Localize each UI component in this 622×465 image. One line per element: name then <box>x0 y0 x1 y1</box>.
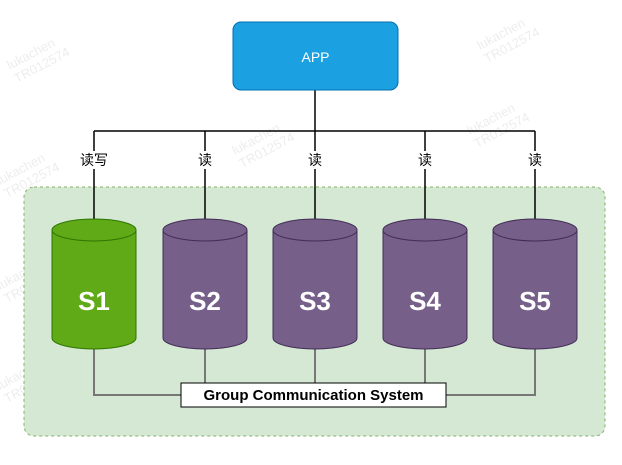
server-s3-label: S3 <box>299 286 331 316</box>
edge-label-bg-s4 <box>416 151 434 169</box>
server-s1: S1 <box>51 218 137 350</box>
edge-label-s3: 读 <box>308 152 322 169</box>
group-communication-text: Group Communication System <box>203 387 423 404</box>
app-label: APP <box>301 49 329 65</box>
app-node: APP <box>232 21 399 91</box>
server-s5-label: S5 <box>519 286 551 316</box>
edge-label-bg-s5 <box>526 151 544 169</box>
edge-label-s1: 读写 <box>80 152 108 169</box>
server-s5-body <box>492 218 578 350</box>
edge-label-s5: 读 <box>528 152 542 169</box>
edges: 读写 读 读 读 读 <box>78 90 544 229</box>
server-s2-body <box>162 218 248 350</box>
server-nodes: S1 S2 S3 S4 S5 <box>51 218 578 350</box>
edge-label-bg-s2 <box>196 151 214 169</box>
server-s3-rim <box>272 229 358 242</box>
edge-label-s2: 读 <box>198 152 212 169</box>
group-communication-label: Group Communication System <box>180 382 447 408</box>
server-s2-label: S2 <box>189 286 221 316</box>
server-s5: S5 <box>492 218 578 350</box>
server-s1-label: S1 <box>78 286 110 316</box>
server-s3: S3 <box>272 218 358 350</box>
server-s1-rim <box>51 229 137 242</box>
server-s4-rim <box>382 229 468 242</box>
server-s1-body <box>51 218 137 350</box>
server-s2: S2 <box>162 218 248 350</box>
server-s3-body <box>272 218 358 350</box>
edge-label-s4: 读 <box>418 152 432 169</box>
server-s4-label: S4 <box>409 286 441 316</box>
server-s2-rim <box>162 229 248 242</box>
server-s4: S4 <box>382 218 468 350</box>
edge-label-bg-s1 <box>78 151 110 169</box>
server-s5-rim <box>492 229 578 242</box>
server-s4-body <box>382 218 468 350</box>
edge-label-bg-s3 <box>306 151 324 169</box>
